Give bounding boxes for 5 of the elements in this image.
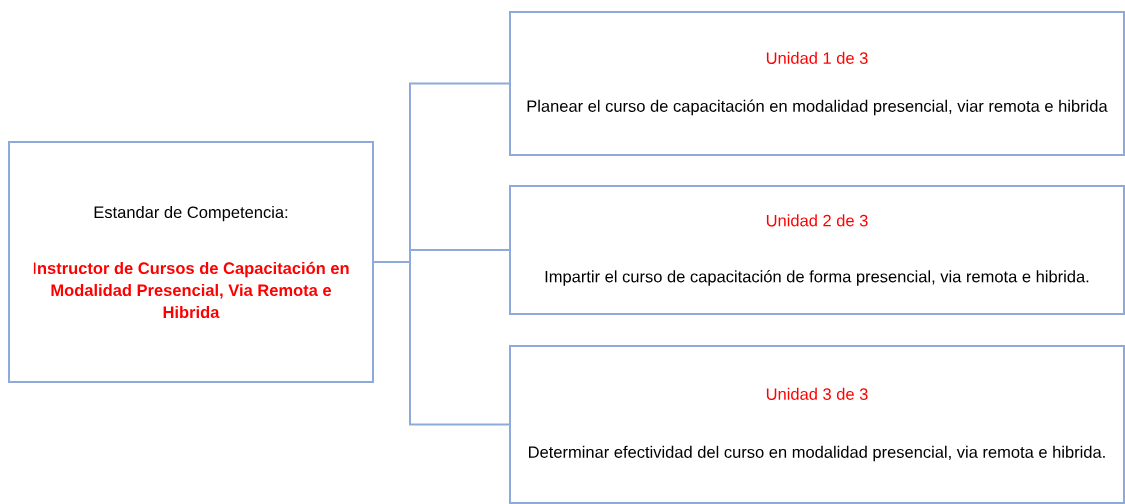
text-box: Unidad 3 de 3 Determinar efectividad del curso en modalidad presencial, via remota e hibrida. (509, 345, 1125, 504)
text-box: Unidad 1 de 3 Planear el curso de capacitación en modalidad presencial, viar remota e hibrida (509, 11, 1125, 156)
text-box: Estandar de Competencia: Instructor de Cursos de Capacitación en Modalidad Presencial, Via Remota e Hibrida (8, 141, 374, 383)
text-box: Unidad 2 de 3 Impartir el curso de capacitación de forma presencial, via remota e hibrida. (509, 185, 1125, 315)
connector (373, 261, 510, 426)
